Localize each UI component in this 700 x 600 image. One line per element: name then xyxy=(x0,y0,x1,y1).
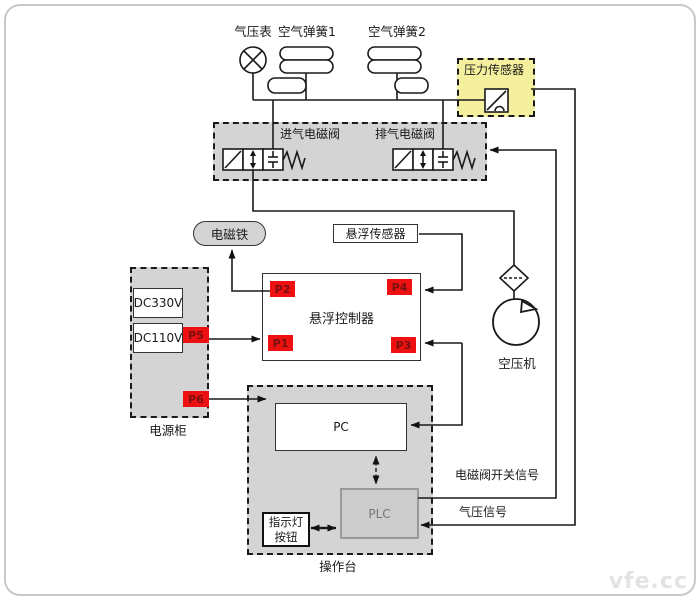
port-p1: P1 xyxy=(268,335,293,351)
pressure-gauge-label: 气压表 xyxy=(234,24,272,39)
port-p3: P3 xyxy=(391,337,416,353)
valve-switch-signal-wire xyxy=(418,146,557,499)
pressure-gauge-icon xyxy=(239,46,267,100)
air-spring-1-label: 空气弹簧1 xyxy=(278,24,336,39)
pressure-signal-wire xyxy=(420,88,576,529)
exhaust-valve-icon xyxy=(392,148,476,171)
port-p2: P2 xyxy=(270,281,295,297)
p3-pc-wire xyxy=(410,339,463,429)
port-p6-label: P6 xyxy=(188,392,204,406)
port-p5: P5 xyxy=(183,327,209,343)
indicator-label-line1: 指示灯 xyxy=(268,515,304,530)
plc-label: PLC xyxy=(368,506,391,521)
pressure-sensor-label: 压力传感器 xyxy=(463,63,524,77)
pressure-sensor-box xyxy=(457,58,535,117)
filter-icon xyxy=(498,263,530,293)
air-spring-1-icon xyxy=(267,46,334,100)
levitation-sensor-label: 悬浮传感器 xyxy=(345,227,406,241)
sensor-to-p4-wire xyxy=(419,233,463,294)
port-p3-label: P3 xyxy=(395,338,412,352)
port-p4: P4 xyxy=(387,279,412,295)
valve-switch-signal-label: 电磁阀开关信号 xyxy=(454,468,539,482)
port-p1-label: P1 xyxy=(272,336,289,350)
exhaust-valve-label: 排气电磁阀 xyxy=(374,127,435,141)
frame xyxy=(4,4,696,596)
pc-label: PC xyxy=(333,420,349,434)
indicator-label-line2: 按钮 xyxy=(274,529,298,544)
levitation-sensor-box: 悬浮传感器 xyxy=(333,224,418,243)
port-p4-label: P4 xyxy=(391,280,408,294)
port-p2-label: P2 xyxy=(274,282,291,296)
air-spring-2-label: 空气弹簧2 xyxy=(368,24,426,39)
air-pipe xyxy=(253,99,485,149)
electromagnet-wire xyxy=(228,249,270,292)
dc110-label: DC110V xyxy=(133,331,183,345)
dc330-box: DC330V xyxy=(133,288,183,318)
pressure-signal-label: 气压信号 xyxy=(458,505,507,519)
intake-valve-icon xyxy=(222,148,306,171)
dc110-box: DC110V xyxy=(133,323,183,353)
electromagnet-label: 电磁铁 xyxy=(210,227,249,242)
controller-label: 悬浮控制器 xyxy=(308,311,374,327)
air-spring-2-icon xyxy=(367,46,429,100)
watermark: vfe.cc xyxy=(608,569,688,594)
electromagnet-shape: 电磁铁 xyxy=(193,221,266,246)
compressor-icon xyxy=(492,298,540,346)
pressure-sensor-icon xyxy=(484,88,509,113)
port-p6: P6 xyxy=(183,391,209,407)
indicator-button-box: 指示灯 按钮 xyxy=(262,512,310,547)
compressor-label: 空压机 xyxy=(498,356,536,371)
plc-box: PLC xyxy=(340,488,419,539)
pc-box: PC xyxy=(275,403,407,451)
power-cabinet-label: 电源柜 xyxy=(149,423,187,438)
port-p5-label: P5 xyxy=(188,328,204,342)
console-label: 操作台 xyxy=(319,559,357,574)
dc330-label: DC330V xyxy=(133,296,183,310)
intake-valve-label: 进气电磁阀 xyxy=(279,127,340,141)
